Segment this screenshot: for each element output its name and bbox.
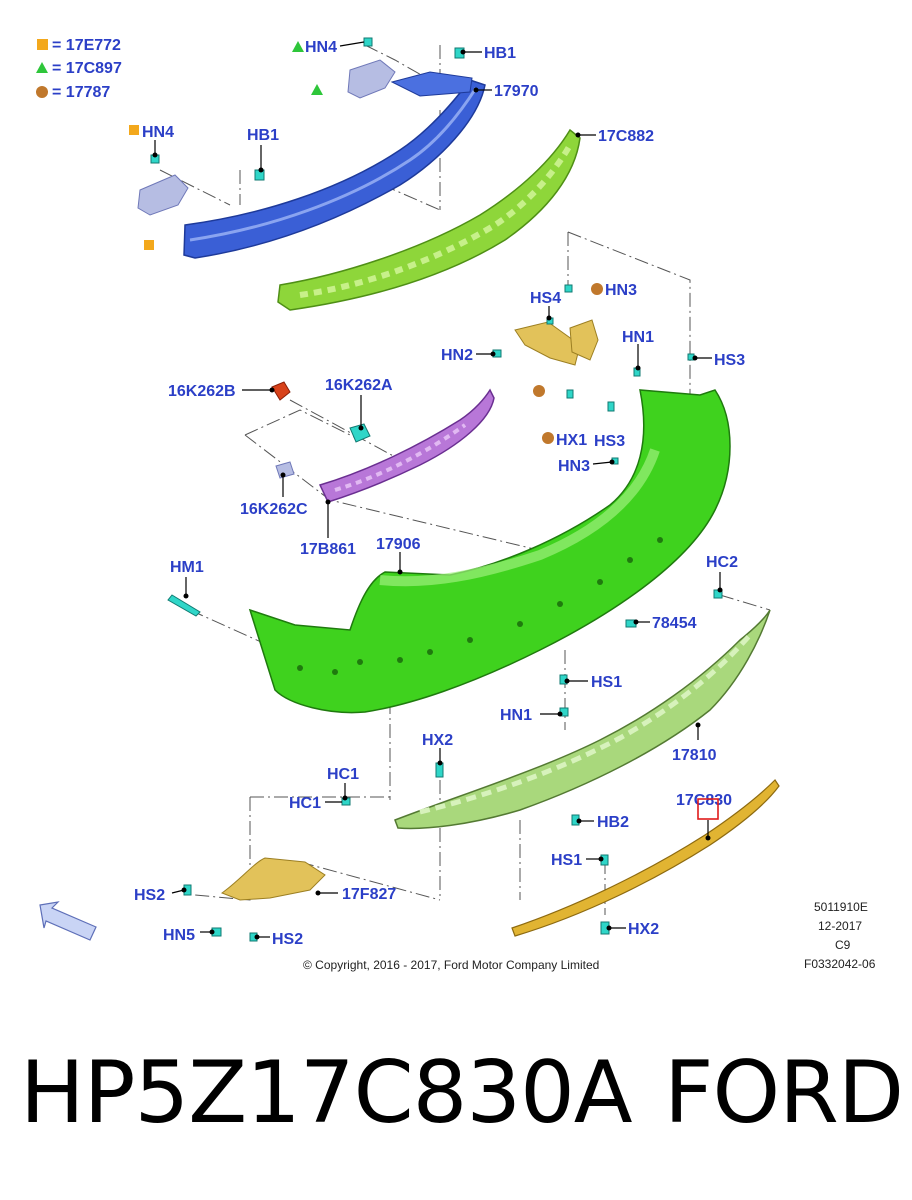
- label-hn3-mid: HN3: [558, 458, 590, 475]
- label-hb1-top: HB1: [484, 45, 516, 62]
- label-hn2: HN2: [441, 347, 473, 364]
- legend: = 17E772 = 17C897 = 17787: [36, 37, 122, 101]
- label-17f827: 17F827: [342, 886, 396, 903]
- label-17810: 17810: [672, 747, 717, 764]
- part-labels: HN4 HB1 17970 17C882 HN4 HB1 HS4 HN3 HN2…: [134, 39, 745, 948]
- label-hs3-right: HS3: [714, 352, 745, 369]
- meta-rev: C9: [835, 938, 851, 952]
- part-clip-16k262c: [275, 461, 295, 479]
- legend-markers: [129, 41, 603, 444]
- label-hn1-low: HN1: [500, 707, 532, 724]
- part-bracket-17b861: [318, 388, 495, 503]
- legend-circle-icon: [36, 86, 48, 98]
- highlight-box: [697, 798, 719, 820]
- label-17906: 17906: [376, 536, 421, 553]
- label-17b861: 17B861: [300, 541, 356, 558]
- brand-name: FORD: [664, 1043, 904, 1143]
- label-hx2-mid: HX2: [422, 732, 453, 749]
- triangle-marker-hn4: [292, 41, 304, 52]
- square-marker-hn4: [129, 125, 139, 135]
- label-hs4: HS4: [530, 290, 561, 307]
- label-hb1-left: HB1: [247, 127, 279, 144]
- label-16k262a: 16K262A: [325, 377, 393, 394]
- label-78454: 78454: [652, 615, 697, 632]
- bracket-upper-left: [137, 174, 189, 216]
- vehicle-forward-arrow-icon: [39, 901, 97, 941]
- label-hn4-left: HN4: [142, 124, 174, 141]
- assembly-lines: [159, 44, 771, 915]
- label-hn1-mid: HN1: [622, 329, 654, 346]
- triangle-marker-bracket: [311, 84, 323, 95]
- label-16k262b: 16K262B: [168, 383, 236, 400]
- label-hb2: HB2: [597, 814, 629, 831]
- part-lower-cover-17810: [394, 609, 771, 830]
- label-hx2-low: HX2: [628, 921, 659, 938]
- part-bracket-17f827: [220, 857, 326, 901]
- circle-marker-hn3: [591, 283, 603, 295]
- part-reinforcement-17970: [183, 79, 486, 259]
- legend-text-triangle: = 17C897: [52, 60, 122, 77]
- label-hc2: HC2: [706, 554, 738, 571]
- label-17c830: 17C830: [676, 792, 732, 809]
- bracket-upper-right: [347, 59, 396, 99]
- part-number: HP5Z17C830A: [20, 1043, 633, 1143]
- square-marker-bracket: [144, 240, 154, 250]
- exploded-parts-diagram: = 17E772 = 17C897 = 17787: [36, 37, 876, 972]
- label-hs2-low: HS2: [272, 931, 303, 948]
- label-hc1-left: HC1: [289, 795, 321, 812]
- label-hs3-mid: HS3: [594, 433, 625, 450]
- circle-marker-bracket: [533, 385, 545, 397]
- label-hn3-top: HN3: [605, 282, 637, 299]
- legend-triangle-icon: [36, 62, 48, 73]
- legend-square-icon: [37, 39, 48, 50]
- part-clip-16k262b: [271, 381, 291, 401]
- meta-code: 5011910E: [814, 900, 868, 914]
- legend-text-square: = 17E772: [52, 37, 121, 54]
- meta-date: 12-2017: [818, 919, 862, 933]
- parking-sensor-holes: [297, 537, 663, 675]
- circle-marker-hx1: [542, 432, 554, 444]
- label-17c882: 17C882: [598, 128, 654, 145]
- label-hs2-left: HS2: [134, 887, 165, 904]
- part-clip-16k262a: [349, 423, 371, 443]
- part-trim-strip-17c830: [511, 779, 780, 937]
- label-hs1-mid: HS1: [591, 674, 622, 691]
- label-hs1-low: HS1: [551, 852, 582, 869]
- leader-lines: [152, 41, 723, 940]
- label-hn4-top: HN4: [305, 39, 337, 56]
- label-hm1: HM1: [170, 559, 204, 576]
- label-hn5: HN5: [163, 927, 195, 944]
- label-hc1-top: HC1: [327, 766, 359, 783]
- meta-ref: F0332042-06: [804, 957, 876, 971]
- label-17970: 17970: [494, 83, 539, 100]
- copyright-text: © Copyright, 2016 - 2017, Ford Motor Com…: [303, 958, 599, 972]
- part-energy-absorber-17c882: [277, 128, 581, 311]
- label-hx1: HX1: [556, 432, 587, 449]
- legend-text-circle: = 17787: [52, 84, 110, 101]
- label-16k262c: 16K262C: [240, 501, 308, 518]
